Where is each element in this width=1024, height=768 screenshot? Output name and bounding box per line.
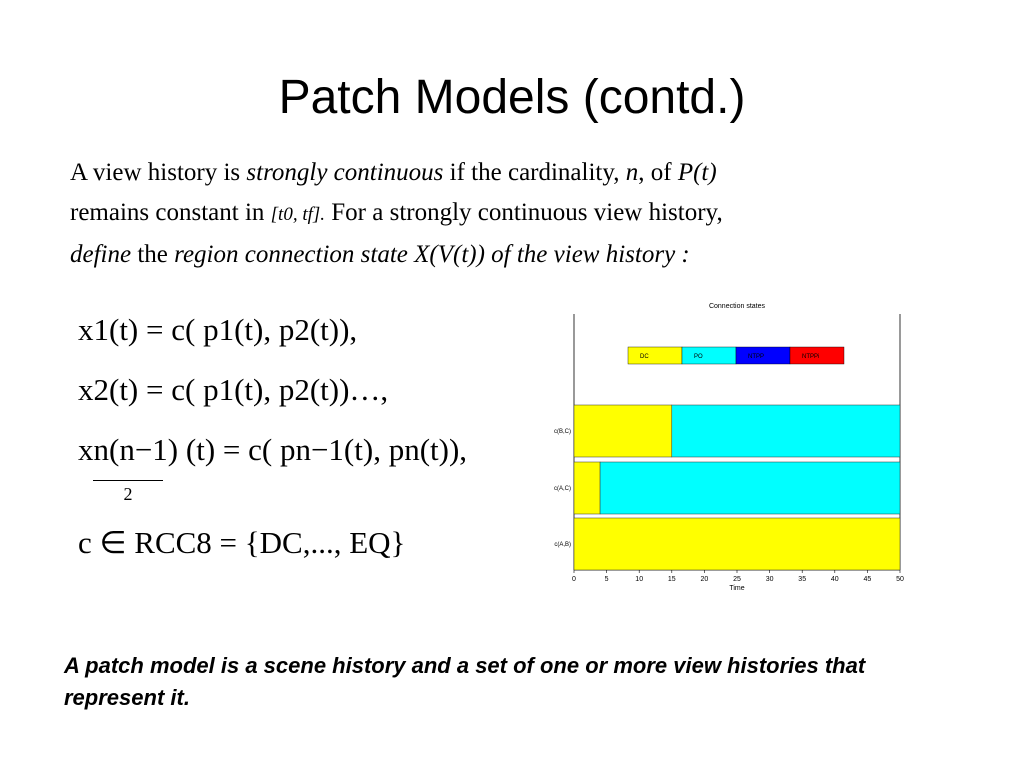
bar-segment (671, 404, 901, 458)
x-axis-label: Time (729, 585, 744, 592)
strongly-continuous-term: strongly continuous (246, 159, 444, 186)
para-text-5: For a strongly continuous view history, (325, 199, 723, 226)
para-text-6: the (131, 241, 175, 268)
slide-title: Patch Models (contd.) (278, 71, 746, 124)
legend-swatch-dc (627, 346, 683, 365)
row-label: c(A,C) (554, 486, 571, 492)
row-label: c(B,C) (554, 429, 571, 435)
legend-swatch-ntppi (789, 346, 845, 365)
row-label: c(A,B) (554, 542, 571, 548)
patch-set-symbol: P(t) (677, 159, 717, 186)
fraction-denominator: 2 (123, 484, 133, 504)
equation-4: c ∈ RCC8 = {DC,..., EQ} (78, 525, 406, 560)
x-tick-label: 45 (864, 576, 872, 583)
bar-segment (573, 517, 901, 571)
x-tick-label: 50 (896, 576, 904, 583)
x-tick-label: 15 (668, 576, 676, 583)
x-tick-label: 10 (635, 576, 643, 583)
legend-swatch-po (681, 346, 737, 365)
region-connection-state-term: region connection state X(V(t)) of the v… (174, 241, 690, 268)
bar-segment (599, 461, 901, 515)
para-text-1: A view history is (70, 159, 247, 186)
equation-1: x1(t) = c( p1(t), p2(t)), (78, 312, 358, 347)
x-tick-label: 0 (572, 576, 576, 583)
x-tick-label: 20 (701, 576, 709, 583)
equation-2: x2(t) = c( p1(t), p2(t))…, (78, 372, 389, 407)
chart-title: Connection states (709, 303, 766, 310)
legend-label-ntppi: NTPPi (802, 354, 819, 360)
legend-label-dc: DC (640, 354, 649, 360)
x-tick-label: 35 (798, 576, 806, 583)
legend-label-ntpp: NTPP (748, 354, 764, 360)
para-text-4: remains constant in (70, 199, 271, 226)
legend-label-po: PO (694, 354, 703, 360)
bar-segment (573, 461, 601, 515)
equation-3-fraction: 2 (93, 472, 163, 512)
footer-note: A patch model is a scene history and a s… (64, 653, 866, 710)
fraction-bar (93, 480, 163, 481)
bar-segment (573, 404, 673, 458)
x-tick-label: 40 (831, 576, 839, 583)
x-tick-label: 5 (605, 576, 609, 583)
x-tick-label: 25 (733, 576, 741, 583)
definition-paragraph: A view history is strongly continuous if… (70, 153, 970, 275)
time-interval: [t0, tf]. (270, 204, 326, 225)
x-tick-label: 30 (766, 576, 774, 583)
cardinality-symbol: n (625, 159, 639, 186)
equation-3: xn(n−1) (t) = c( pn−1(t), pn(t)), (78, 432, 468, 467)
define-term: define (70, 241, 132, 268)
para-text-3: , of (638, 159, 678, 186)
para-text-2: if the cardinality, (443, 159, 626, 186)
